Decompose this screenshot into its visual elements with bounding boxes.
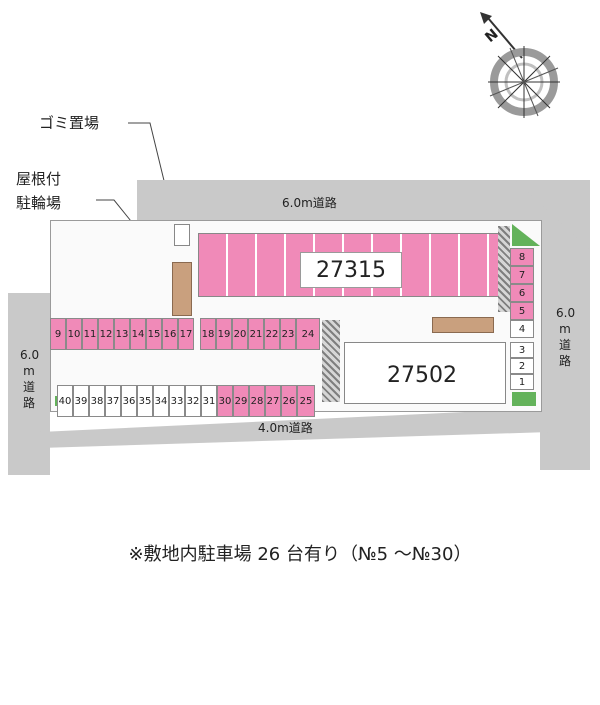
building-south-stair	[322, 320, 340, 402]
road-left-label: 6.0 m 道 路	[20, 347, 40, 411]
parking-space: 20	[232, 318, 248, 350]
parking-column-east: 8 7 6 5 4 3 2 1	[510, 248, 534, 392]
building-south-label: 27502	[387, 362, 457, 388]
north-arrow-compass-icon	[480, 12, 560, 118]
road-top-label: 6.0m道路	[282, 196, 337, 210]
parking-space: 12	[98, 318, 114, 350]
building-south-units	[344, 342, 506, 404]
parking-space: 8	[510, 248, 534, 266]
road-top	[137, 180, 549, 220]
parking-space: 1	[510, 374, 534, 390]
parking-space: 27	[265, 385, 281, 417]
parking-space: 18	[200, 318, 216, 350]
parking-space: 13	[114, 318, 130, 350]
parking-space: 35	[137, 385, 153, 417]
road-left-label-line: 路	[22, 396, 35, 410]
bike-parking-callout-line2: 駐輪場	[16, 194, 62, 212]
road-right-label-line: 道	[558, 338, 571, 352]
building-north-label: 27315	[300, 252, 402, 288]
parking-space: 38	[89, 385, 105, 417]
bicycle-shelter	[172, 262, 192, 316]
building-north-stair	[498, 226, 510, 312]
bike-parking-callout-line1: 屋根付	[16, 170, 62, 188]
parking-space: 28	[249, 385, 265, 417]
parking-space: 4	[510, 320, 534, 338]
parking-space: 5	[510, 302, 534, 320]
parking-space: 26	[281, 385, 297, 417]
road-left-label-line: m	[23, 364, 35, 378]
parking-space: 16	[162, 318, 178, 350]
parking-space: 23	[280, 318, 296, 350]
road-left-label-line: 道	[22, 380, 35, 394]
road-right-label: 6.0 m 道 路	[556, 305, 576, 369]
parking-space: 19	[216, 318, 232, 350]
parking-space: 40	[57, 385, 73, 417]
road-right-label-line: 6.0	[556, 306, 576, 320]
parking-space: 39	[73, 385, 89, 417]
parking-space: 17	[178, 318, 194, 350]
parking-space: 34	[153, 385, 169, 417]
parking-space: 6	[510, 284, 534, 302]
parking-space: 33	[169, 385, 185, 417]
road-left-label-line: 6.0	[20, 348, 40, 362]
parking-note: ※敷地内駐車場 26 台有り（№5 〜№30）	[128, 544, 472, 565]
parking-space: 7	[510, 266, 534, 284]
parking-row-south: 40 39 38 37 36 35 34 33 32 31 30 29 28 2…	[57, 385, 319, 417]
road-right-label-line: m	[559, 322, 571, 336]
parking-space: 14	[130, 318, 146, 350]
parking-space: 22	[264, 318, 280, 350]
road-bottom-label: 4.0m道路	[258, 421, 313, 435]
green-area-se	[512, 392, 536, 406]
parking-space: 31	[201, 385, 217, 417]
garbage-area	[174, 224, 190, 246]
parking-space: 30	[217, 385, 233, 417]
road-right-label-line: 路	[558, 354, 571, 368]
parking-space: 11	[82, 318, 98, 350]
parking-space: 21	[248, 318, 264, 350]
parking-space: 10	[66, 318, 82, 350]
garbage-callout: ゴミ置場	[39, 114, 100, 132]
parking-space: 36	[121, 385, 137, 417]
parking-space: 29	[233, 385, 249, 417]
parking-space: 37	[105, 385, 121, 417]
parking-space: 2	[510, 358, 534, 374]
parking-space: 3	[510, 342, 534, 358]
parking-space: 9	[50, 318, 66, 350]
compass: N	[476, 10, 566, 125]
building-south-storage	[432, 317, 494, 333]
parking-row-north: 9 10 11 12 13 14 15 16 17 18 19 20 21 22…	[50, 318, 326, 350]
parking-space: 32	[185, 385, 201, 417]
parking-space: 15	[146, 318, 162, 350]
parking-space: 25	[297, 385, 315, 417]
parking-space: 24	[296, 318, 320, 350]
